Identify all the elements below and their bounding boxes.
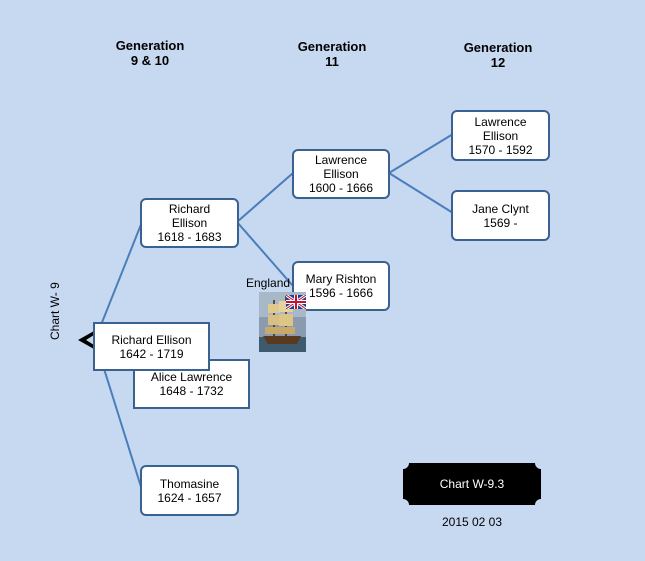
person-box-lawrence-ellison-1600[interactable]: Lawrence Ellison 1600 - 1666 (292, 149, 390, 199)
place-label-england: England (246, 276, 291, 290)
sailing-ship-icon (259, 292, 306, 352)
person-box-lawrence-ellison-1570[interactable]: Lawrence Ellison 1570 - 1592 (451, 110, 550, 161)
generation-header-9-10: Generation 9 & 10 (115, 38, 185, 68)
left-arrow-icon[interactable] (78, 331, 94, 349)
chart-id-label: Chart W-9.3 (403, 463, 541, 505)
person-box-richard-ellison-1642[interactable]: Richard Ellison 1642 - 1719 (93, 322, 210, 371)
side-chart-label: Chart W- 9 (48, 282, 62, 340)
generation-header-11: Generation 11 (297, 39, 367, 69)
chart-date: 2015 02 03 (441, 515, 503, 529)
person-box-richard-ellison-1618[interactable]: Richard Ellison 1618 - 1683 (140, 198, 239, 248)
person-box-thomasine[interactable]: Thomasine 1624 - 1657 (140, 465, 239, 516)
generation-header-12: Generation 12 (463, 40, 533, 70)
person-box-jane-clynt[interactable]: Jane Clynt 1569 - (451, 190, 550, 241)
union-jack-icon (286, 295, 306, 309)
person-box-mary-rishton[interactable]: Mary Rishton 1596 - 1666 (292, 261, 390, 311)
